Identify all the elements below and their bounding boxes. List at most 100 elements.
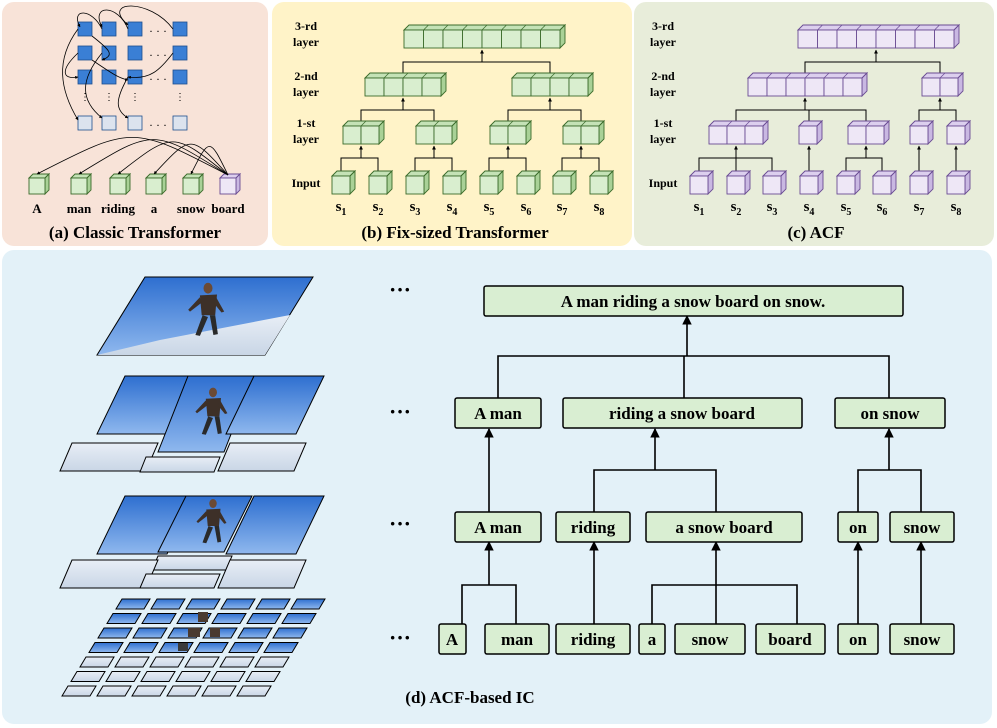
grid-patch: [70, 671, 106, 682]
word-label: a: [151, 201, 158, 216]
ellipsis-level3: ···: [389, 277, 411, 302]
grid-row-ellipsis: · · ·: [149, 118, 167, 132]
attention-arc: [64, 52, 79, 80]
grid-patch: [106, 613, 142, 624]
word-token-cube: [69, 172, 93, 196]
connector: [507, 109, 582, 121]
grid-row-ellipsis: · · ·: [149, 72, 167, 86]
layer3-block: [402, 23, 567, 50]
grid-patch: [149, 656, 185, 668]
phrase-box: a snow board: [645, 511, 803, 543]
segment-label: s2: [731, 199, 742, 218]
layer2-block: [920, 71, 965, 98]
person-fragment: [210, 628, 220, 637]
word-token-cube: [218, 172, 242, 196]
word-label: snow: [177, 201, 206, 216]
attention-arc: [190, 145, 229, 176]
word-text: board: [768, 630, 812, 649]
word-label: riding: [101, 201, 135, 216]
snowboarder-figure: [196, 499, 227, 544]
grid-patch: [166, 685, 202, 697]
layer1-block: [908, 119, 935, 146]
grid-patch: [236, 685, 272, 697]
connector: [360, 109, 435, 121]
grid-patch: [193, 642, 229, 653]
image-pyramid: [59, 276, 326, 697]
vertical-ellipsis: ⋮: [104, 92, 114, 103]
layer1-block: [341, 119, 386, 146]
segment-label: s3: [767, 199, 778, 218]
phrase-text: on snow: [860, 404, 920, 423]
word-box: a: [638, 623, 666, 655]
word-label: man: [67, 201, 92, 216]
phrase-text: riding a snow board: [609, 404, 755, 423]
ellipsis-level0: ···: [389, 625, 411, 650]
input-cube: [688, 169, 715, 196]
attention-cell: [77, 115, 93, 131]
grid-patch: [272, 627, 308, 639]
ellipsis-level2: ···: [389, 399, 411, 424]
region-patch: [217, 559, 307, 589]
snowboarder-figure: [195, 387, 228, 435]
person-fragment: [178, 643, 188, 651]
grid-patch: [132, 627, 168, 639]
word-box: snow: [674, 623, 746, 655]
phrase-text: on: [849, 518, 868, 537]
phrase-text: a snow board: [675, 518, 773, 537]
grid-patch: [254, 656, 290, 668]
segment-label: s5: [841, 199, 852, 218]
grid-patch: [220, 598, 256, 610]
attention-cell: [172, 115, 188, 131]
layer1-block: [414, 119, 459, 146]
connector: [340, 157, 379, 171]
grid-patch: [61, 685, 97, 697]
grid-patch: [97, 627, 133, 639]
input-cube: [588, 169, 615, 196]
attention-cell: [172, 21, 188, 37]
input-cube: [404, 169, 431, 196]
panel-d-caption: (d) ACF-based IC: [405, 688, 534, 707]
word-text: man: [501, 630, 534, 649]
grid-patch: [255, 598, 291, 610]
attention-arc: [62, 28, 79, 121]
input-cube: [871, 169, 898, 196]
connector: [402, 61, 551, 73]
cube-blocks: [688, 23, 972, 196]
grid-patch: [96, 685, 132, 697]
input-cube: [725, 169, 752, 196]
attention-cell: [101, 21, 117, 37]
region-patch: [139, 573, 221, 589]
word-box: man: [484, 623, 550, 655]
phrase-box: riding a snow board: [562, 397, 803, 429]
sentence-box-level3: A man riding a snow board on snow.: [483, 285, 904, 317]
segment-label: s8: [594, 199, 605, 218]
grid-patch: [245, 671, 281, 682]
layer2-block: [510, 71, 595, 98]
ellipsis-level1: ···: [389, 511, 411, 536]
word-box: riding: [555, 623, 631, 655]
input-label: Input: [292, 176, 321, 190]
grid-patch: [88, 642, 124, 653]
input-cube: [515, 169, 542, 196]
word-box: snow: [889, 623, 955, 655]
segment-label: s7: [557, 199, 568, 218]
attention-arc: [117, 76, 129, 119]
region-patch: [217, 442, 307, 472]
input-cube: [835, 169, 862, 196]
attention-cell: [77, 45, 93, 61]
grid-patch: [114, 656, 150, 668]
connector: [497, 355, 890, 398]
snow-ground: [97, 315, 290, 355]
word-label: board: [211, 201, 245, 216]
parse-tree-connectors: [461, 315, 926, 624]
vertical-ellipsis: ⋮: [130, 92, 140, 103]
attention-arc: [85, 52, 103, 119]
person-fragment: [198, 612, 208, 622]
panel-b-caption: (b) Fix-sized Transformer: [361, 223, 549, 242]
word-box: board: [755, 623, 826, 655]
vertical-ellipsis: ⋮: [80, 92, 90, 103]
